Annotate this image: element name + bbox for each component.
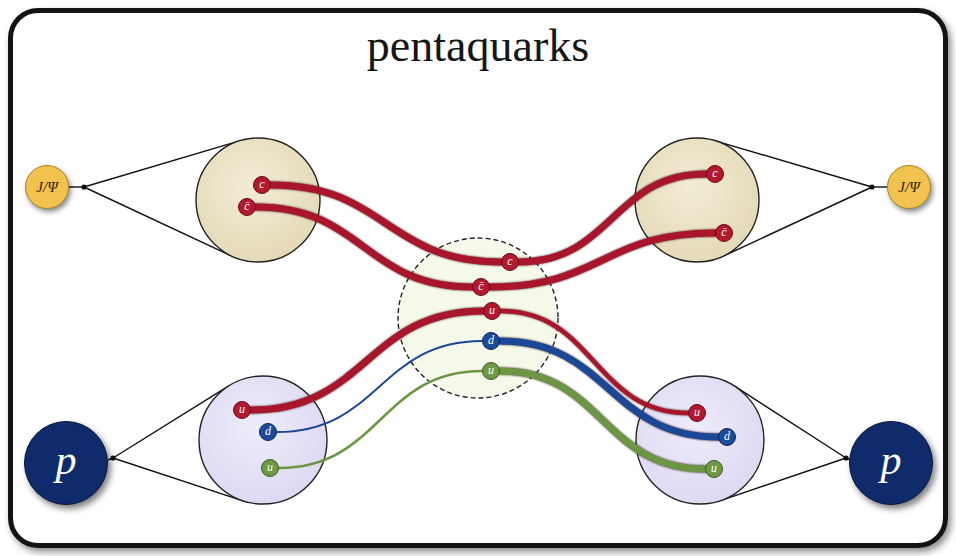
quark-label: u [711,462,717,474]
meson-bag [196,138,320,262]
quark-label: u [489,304,495,316]
quark-dot: c̄ [238,198,256,216]
quark-line [501,311,688,413]
quark-label: u [694,406,700,418]
quark-label: d [724,430,730,442]
quark-label: c [507,255,512,267]
particle-label: J/Ψ [36,179,57,196]
baryon-bag [199,376,327,504]
quark-line [519,174,706,262]
meson-node: J/Ψ [887,165,931,209]
quark-line [251,311,483,410]
quark-dot: u [233,401,251,419]
quark-dot: d [482,332,500,350]
quark-dot: d [718,428,736,446]
quark-dot: u [688,404,706,422]
quark-label: c [712,167,717,179]
particle-label: p [56,439,77,481]
particle-label: p [881,439,902,481]
quark-dot: d [259,423,277,441]
baryon-bag [636,376,764,504]
quark-dot: u [705,460,723,478]
quark-line [277,341,482,432]
quark-line [279,371,482,468]
quark-label: u [239,403,245,415]
quark-dot: c̄ [715,224,733,242]
quark-dot: c [253,176,271,194]
quark-line [271,185,501,262]
quark-label: d [488,334,494,346]
quark-dot: c̄ [472,278,490,296]
quark-line [500,371,705,469]
diagram-frame: pentaquarksJ/Ψ c c̄ J/Ψ c c̄ c c̄ u d u p u d u p u d u [8,8,948,548]
quark-label: u [267,461,273,473]
quark-dot: c [501,253,519,271]
quark-label: d [265,425,271,437]
quark-line [490,233,715,287]
quark-label: u [488,364,494,376]
quark-dot: c [706,165,724,183]
baryon-node: p [24,421,108,505]
quark-line [256,207,472,287]
quark-dot: u [482,362,500,380]
baryon-node: p [849,421,933,505]
quark-label: c̄ [478,280,483,292]
quark-dot: u [261,459,279,477]
diagram-title: pentaquarks [13,19,943,72]
meson-node: J/Ψ [25,165,69,209]
quark-label: c̄ [244,200,249,212]
quark-label: c [259,178,264,190]
quark-label: c̄ [721,226,726,238]
particle-label: J/Ψ [898,179,919,196]
quark-dot: u [483,302,501,320]
